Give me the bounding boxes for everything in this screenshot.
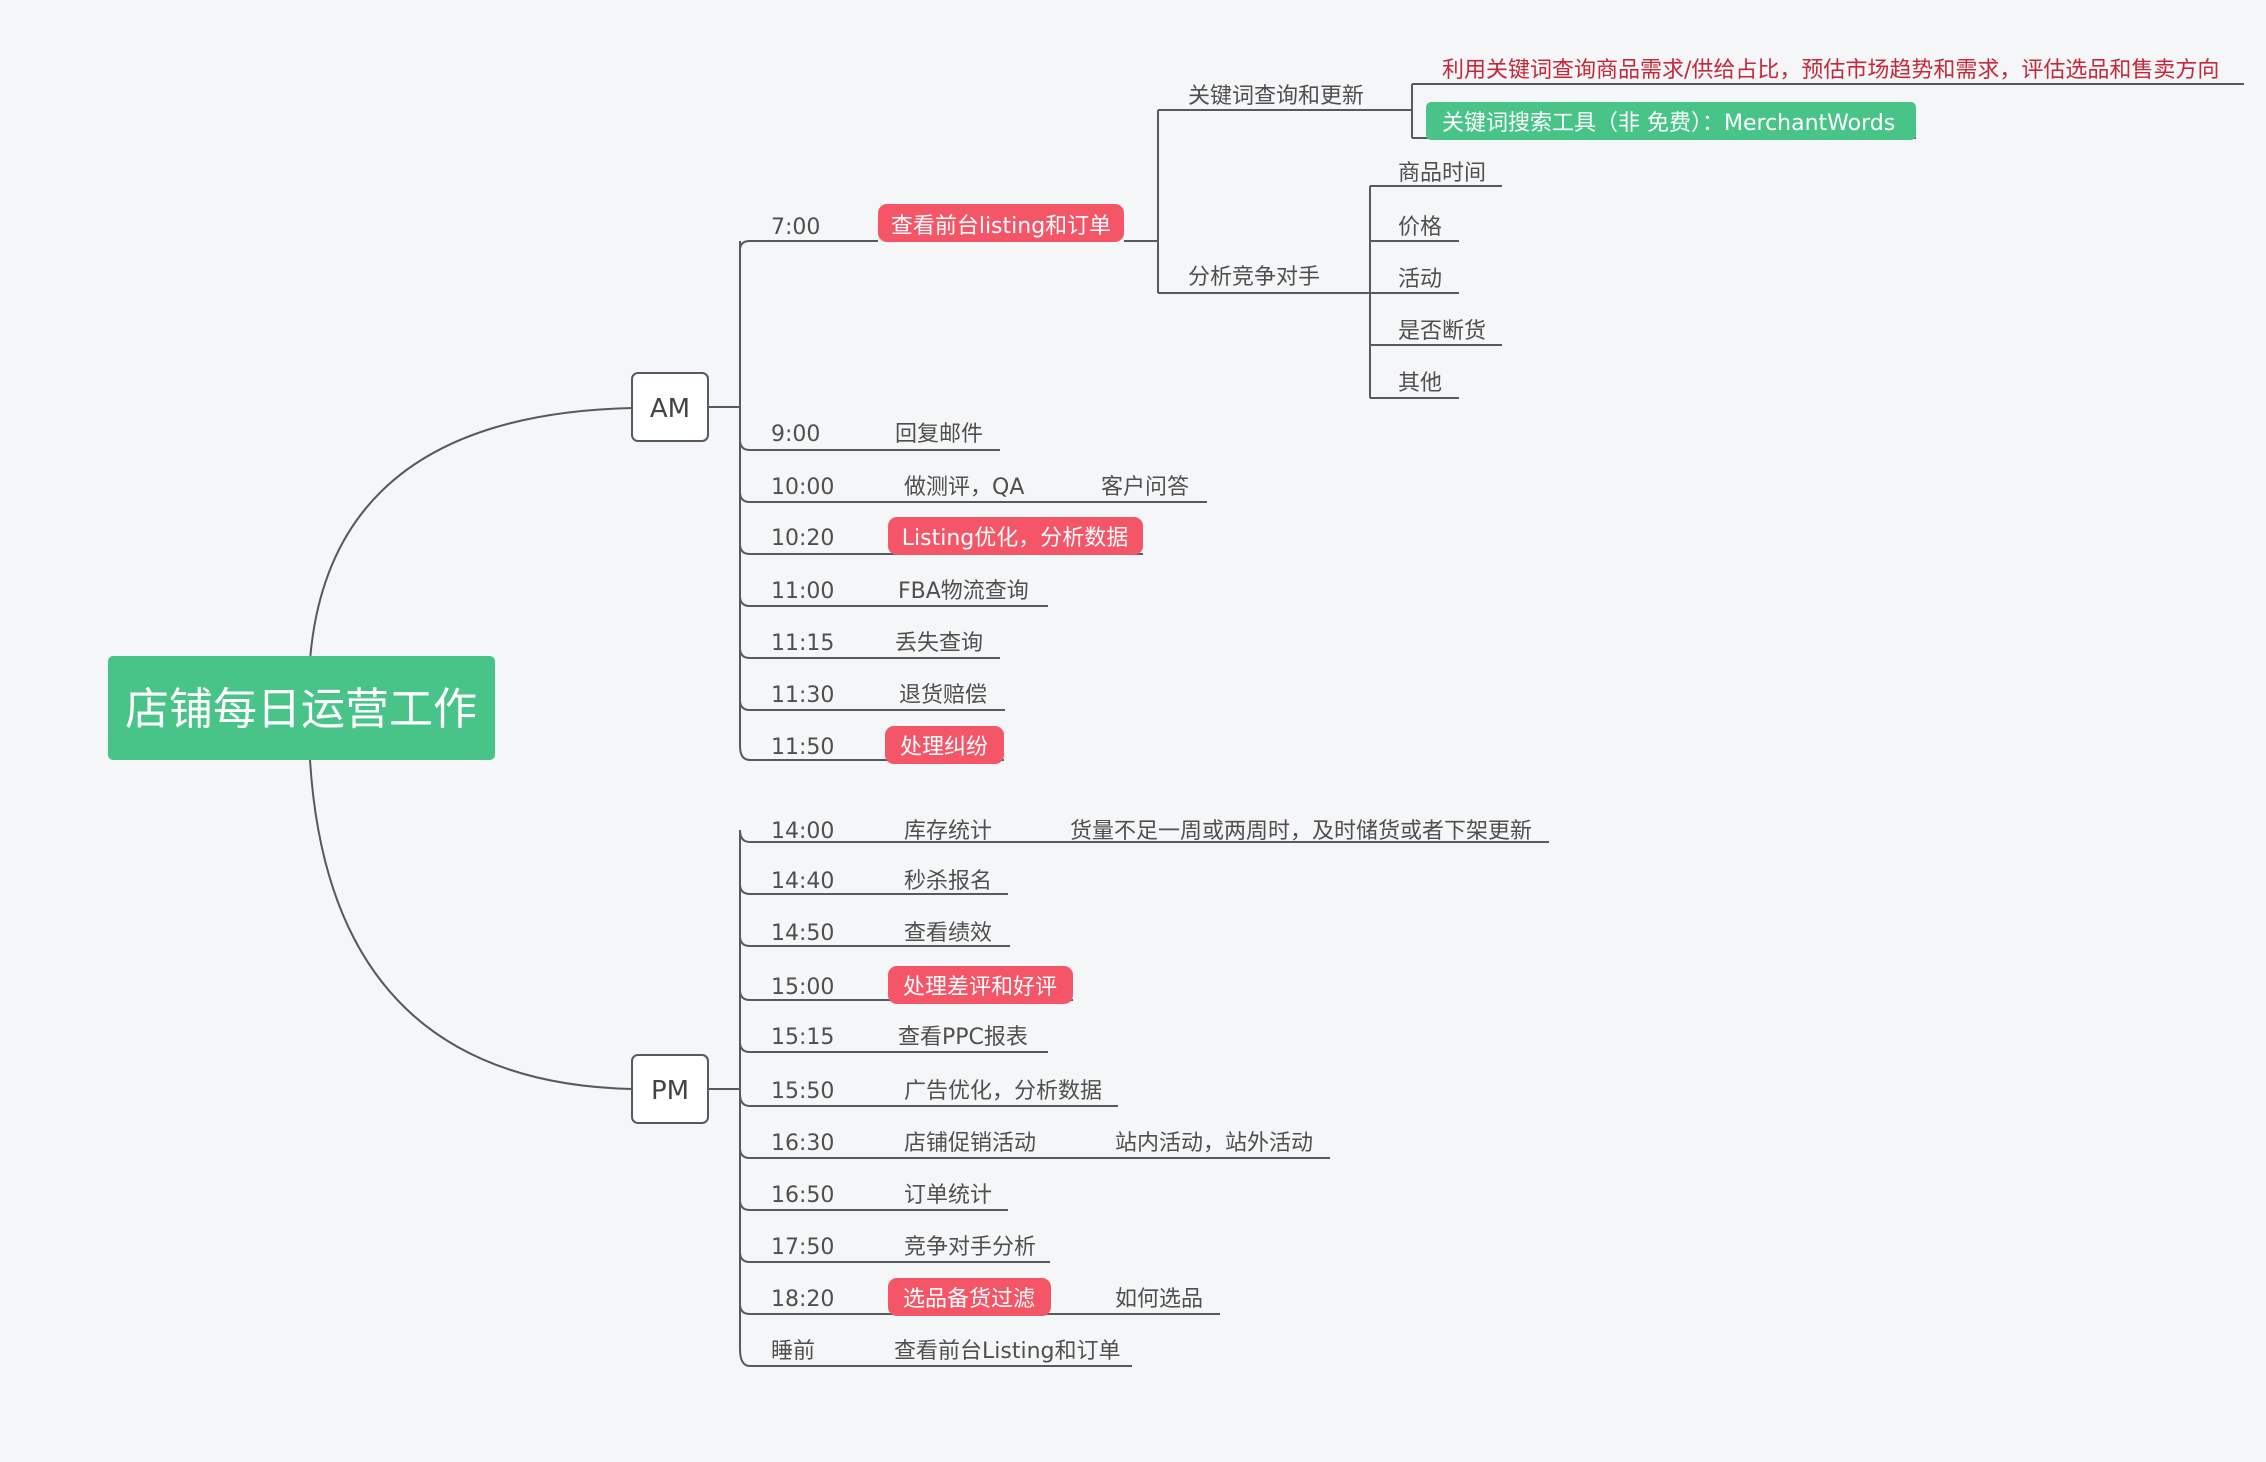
keyword-tool-label: 关键词搜索工具（非 免费）：MerchantWords xyxy=(1442,111,1895,136)
time-label: 14:50 xyxy=(771,921,834,946)
am-row-0700: 7:00 查看前台listing和订单 xyxy=(739,204,1158,251)
task-pill[interactable]: 处理差评和好评 xyxy=(888,966,1073,1004)
competitor-item-3: 活动 xyxy=(1398,267,1442,292)
task-pill[interactable]: 查看前台listing和订单 xyxy=(878,204,1124,242)
pm-row-1630: 16:30 店铺促销活动 站内活动，站外活动 xyxy=(739,1131,1330,1159)
root-label: 店铺每日运营工作 xyxy=(125,684,477,735)
am-row-1100: 11:00 FBA物流查询 xyxy=(739,579,1048,607)
task-label: 处理差评和好评 xyxy=(903,975,1057,1000)
time-label: 14:40 xyxy=(771,869,834,894)
competitor-children-connector xyxy=(1336,185,1502,399)
am-spine xyxy=(708,241,741,746)
task-extra[interactable]: 客户问答 xyxy=(1101,475,1189,500)
time-label: 9:00 xyxy=(771,422,820,447)
task-label[interactable]: 订单统计 xyxy=(904,1183,992,1208)
task-label[interactable]: 店铺促销活动 xyxy=(904,1131,1036,1156)
task-label[interactable]: 丢失查询 xyxy=(895,631,983,656)
am-branch-node[interactable]: AM xyxy=(631,372,709,442)
time-label: 11:15 xyxy=(771,631,834,656)
time-label: 15:50 xyxy=(771,1079,834,1104)
time-label: 15:00 xyxy=(771,975,834,1000)
task-pill[interactable]: 选品备货过滤 xyxy=(888,1278,1051,1316)
task-extra[interactable]: 站内活动，站外活动 xyxy=(1115,1131,1313,1156)
time-label: 11:00 xyxy=(771,579,834,604)
task-label[interactable]: 广告优化，分析数据 xyxy=(904,1079,1102,1104)
task-label: 处理纠纷 xyxy=(900,735,988,760)
competitor-item-4: 是否断货 xyxy=(1398,319,1486,344)
pm-row-1450: 14:50 查看绩效 xyxy=(739,921,1010,947)
time-label: 16:30 xyxy=(771,1131,834,1156)
time-label: 11:30 xyxy=(771,683,834,708)
time-label: 10:00 xyxy=(771,475,834,500)
competitor-item-1: 商品时间 xyxy=(1398,161,1486,186)
am-label: AM xyxy=(650,394,690,424)
task-label[interactable]: 退货赔偿 xyxy=(899,683,987,708)
competitor-item-5: 其他 xyxy=(1398,371,1442,396)
task-pill[interactable]: Listing优化，分析数据 xyxy=(888,517,1143,555)
keyword-children-connector xyxy=(1370,83,2244,139)
pm-row-1650: 16:50 订单统计 xyxy=(739,1183,1008,1211)
pm-row-1500: 15:00 处理差评和好评 xyxy=(739,966,1073,1004)
task-label[interactable]: 查看PPC报表 xyxy=(898,1025,1028,1050)
pm-row-bedtime: 睡前 查看前台Listing和订单 xyxy=(739,1339,1132,1367)
keyword-tool-pill[interactable]: 关键词搜索工具（非 免费）：MerchantWords xyxy=(1426,102,1916,140)
task-label[interactable]: 库存统计 xyxy=(904,819,992,844)
time-label: 15:15 xyxy=(771,1025,834,1050)
keyword-query-label[interactable]: 关键词查询和更新 xyxy=(1188,84,1364,109)
am-row-1115: 11:15 丢失查询 xyxy=(739,631,1000,659)
time-label: 10:20 xyxy=(771,526,834,551)
task-label: 选品备货过滤 xyxy=(903,1287,1035,1312)
root-am-connector xyxy=(309,407,633,661)
am-row-0900: 9:00 回复邮件 xyxy=(739,422,1000,451)
pm-row-1550: 15:50 广告优化，分析数据 xyxy=(739,1079,1118,1107)
task-label: Listing优化，分析数据 xyxy=(902,526,1128,551)
pm-row-1440: 14:40 秒杀报名 xyxy=(739,869,1008,895)
task-label[interactable]: 查看绩效 xyxy=(904,921,992,946)
pm-label: PM xyxy=(651,1076,689,1106)
task-label[interactable]: 竞争对手分析 xyxy=(904,1235,1036,1260)
pm-branch-node[interactable]: PM xyxy=(631,1054,709,1124)
pm-row-1820: 18:20 选品备货过滤 如何选品 xyxy=(739,1278,1220,1316)
task-label: 查看前台listing和订单 xyxy=(891,214,1111,239)
sub-tree-connector xyxy=(1157,109,1370,294)
task-label[interactable]: 查看前台Listing和订单 xyxy=(894,1339,1120,1364)
root-node[interactable]: 店铺每日运营工作 xyxy=(108,656,495,760)
am-row-1150: 11:50 处理纠纷 xyxy=(739,726,1004,764)
am-row-1020: 10:20 Listing优化，分析数据 xyxy=(739,517,1143,555)
competitor-analysis-label[interactable]: 分析竞争对手 xyxy=(1188,265,1320,290)
pm-row-1750: 17:50 竞争对手分析 xyxy=(739,1235,1050,1263)
task-label[interactable]: FBA物流查询 xyxy=(898,579,1029,604)
am-row-1130: 11:30 退货赔偿 xyxy=(739,683,1005,711)
competitor-item-2: 价格 xyxy=(1398,215,1442,240)
keyword-note: 利用关键词查询商品需求/供给占比，预估市场趋势和需求，评估选品和售卖方向 xyxy=(1442,58,2219,83)
pm-row-1515: 15:15 查看PPC报表 xyxy=(739,1025,1048,1053)
time-label: 16:50 xyxy=(771,1183,834,1208)
time-label: 18:20 xyxy=(771,1287,834,1312)
time-label: 11:50 xyxy=(771,735,834,760)
time-label: 7:00 xyxy=(771,215,820,240)
time-label: 14:00 xyxy=(771,819,834,844)
task-extra[interactable]: 如何选品 xyxy=(1115,1287,1203,1312)
root-pm-connector xyxy=(309,759,633,1090)
task-label[interactable]: 秒杀报名 xyxy=(904,869,992,894)
pm-spine xyxy=(708,830,741,1349)
task-pill[interactable]: 处理纠纷 xyxy=(885,726,1004,764)
am-row-1000: 10:00 做测评，QA 客户问答 xyxy=(739,475,1207,503)
task-label[interactable]: 回复邮件 xyxy=(895,422,983,447)
pm-row-1400: 14:00 库存统计 货量不足一周或两周时，及时储货或者下架更新 xyxy=(739,819,1549,844)
task-extra[interactable]: 货量不足一周或两周时，及时储货或者下架更新 xyxy=(1070,819,1532,844)
time-label: 睡前 xyxy=(771,1339,815,1364)
task-label[interactable]: 做测评，QA xyxy=(904,475,1024,500)
time-label: 17:50 xyxy=(771,1235,834,1260)
